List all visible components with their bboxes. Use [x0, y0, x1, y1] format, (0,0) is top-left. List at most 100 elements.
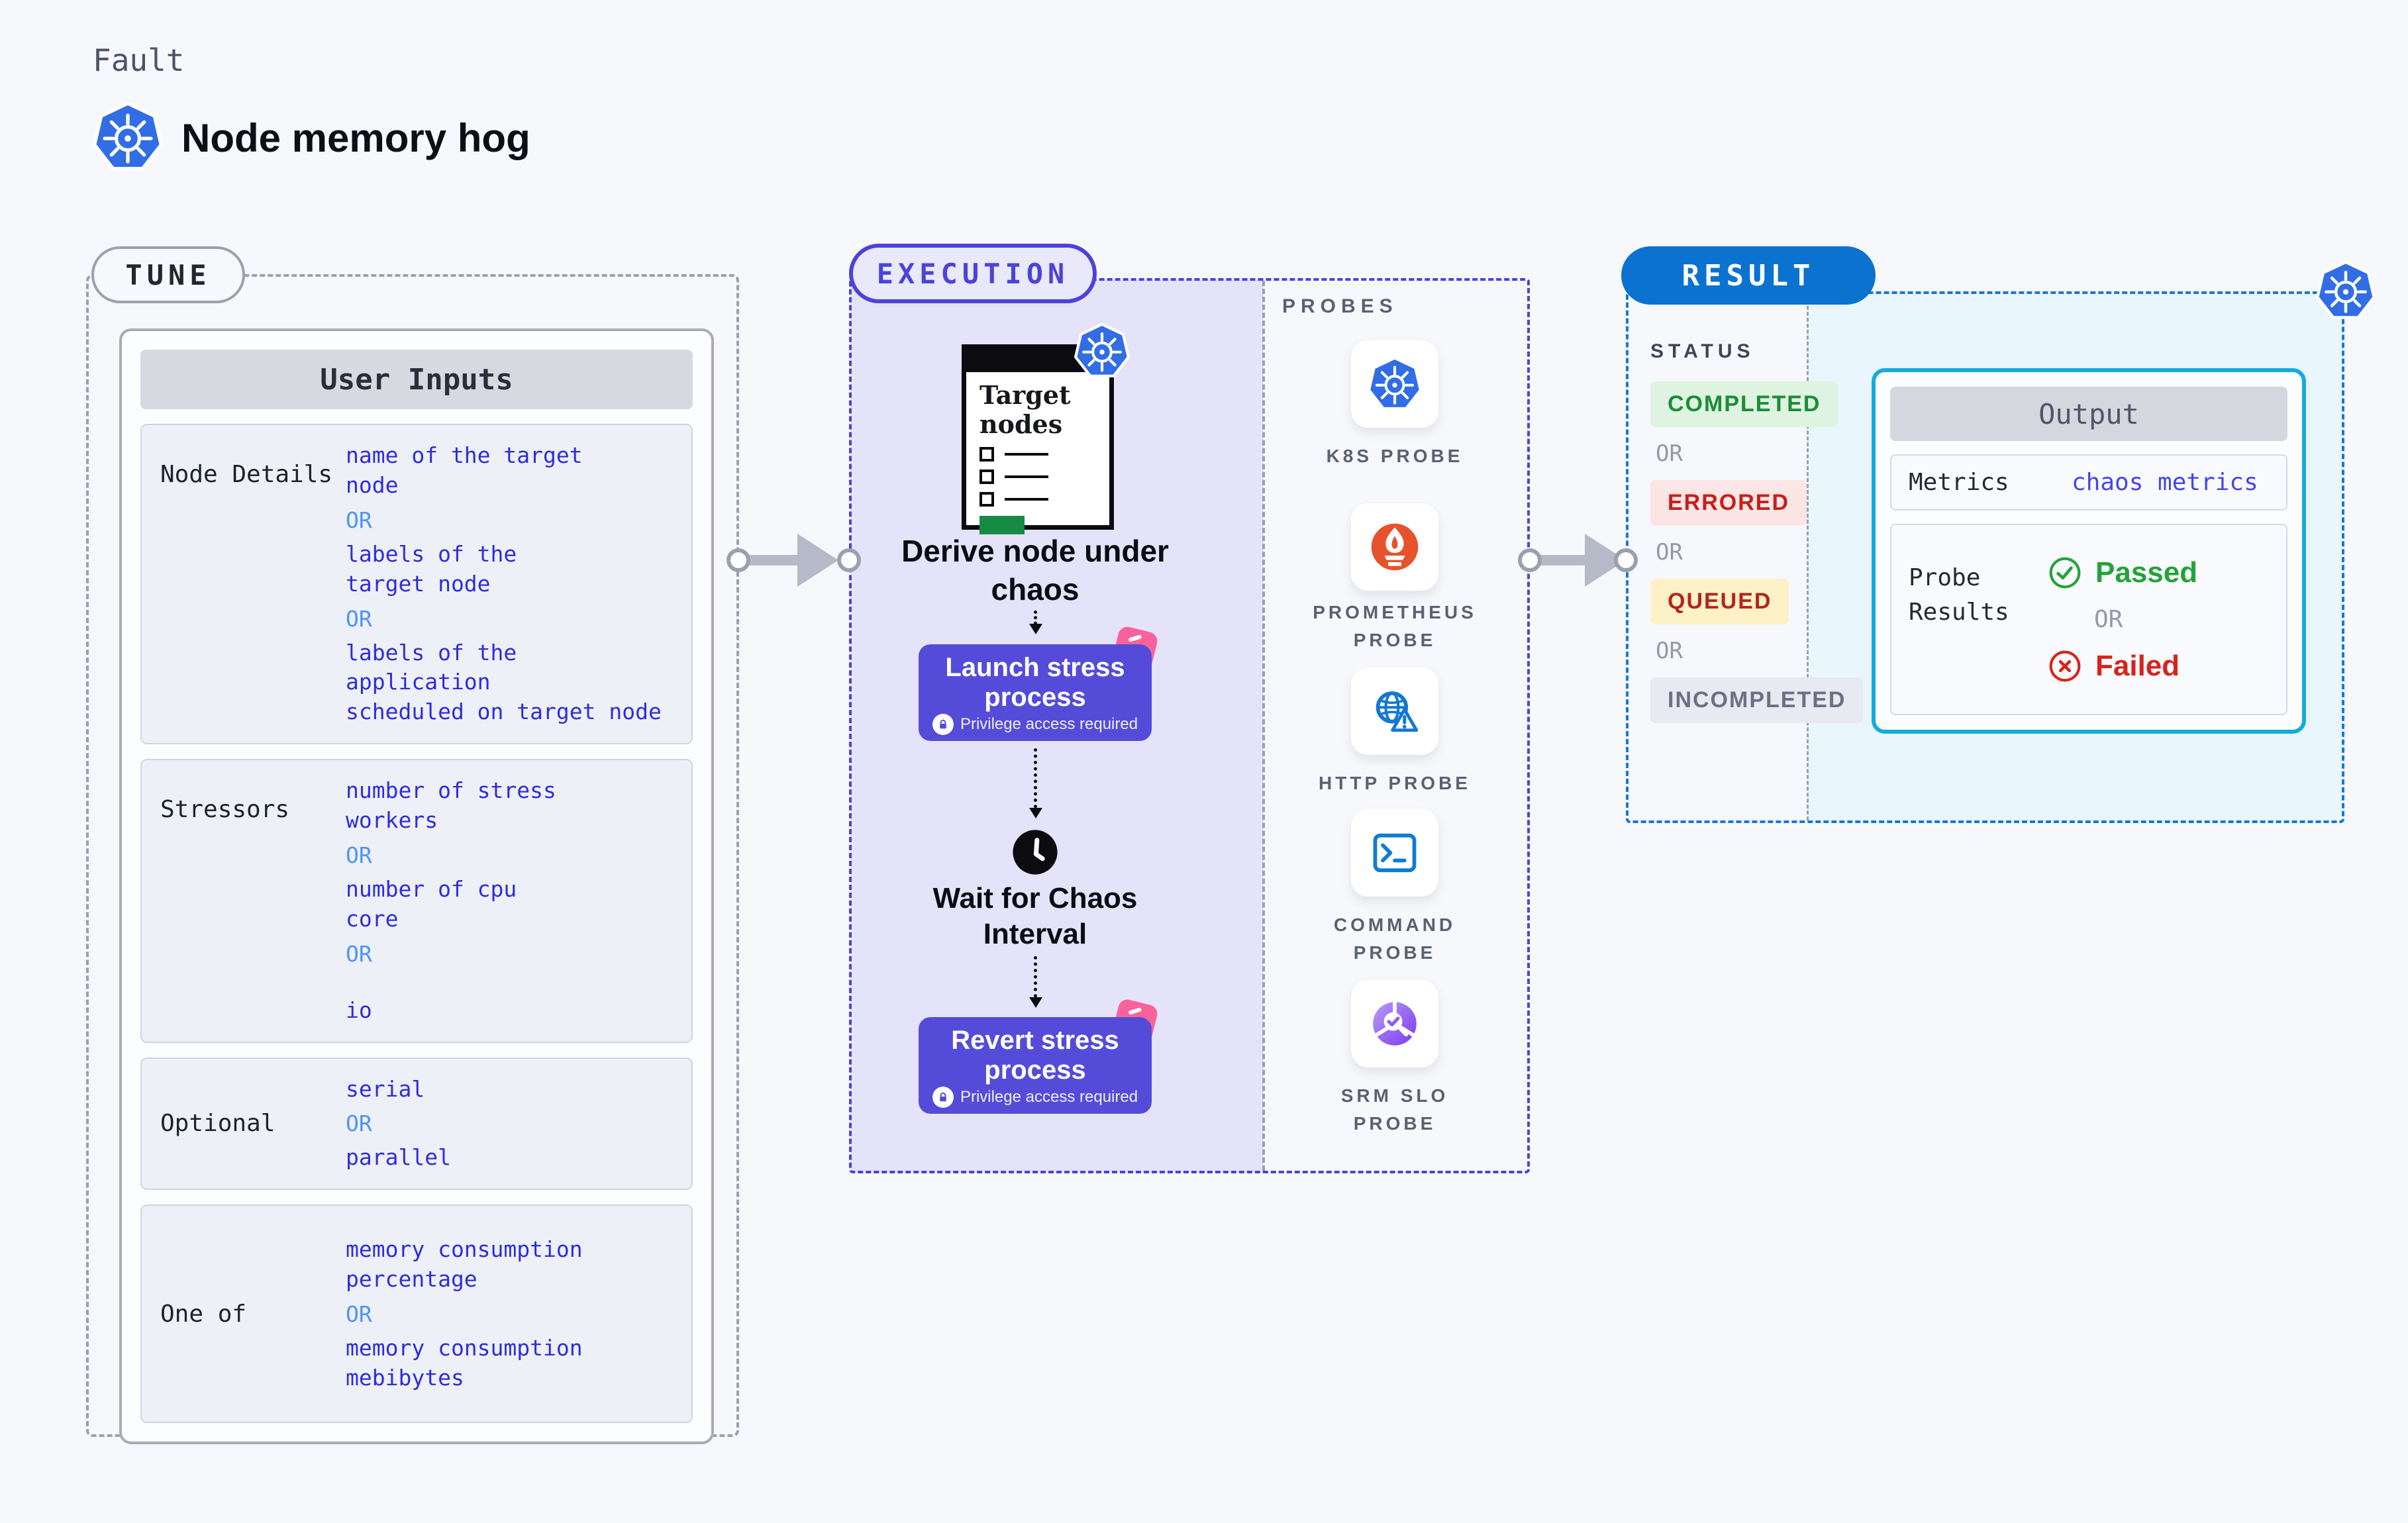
status-title: STATUS	[1650, 340, 1755, 362]
flow-arrow-down	[1029, 611, 1042, 634]
output-card: Output Metrics chaos metrics Probe Resul…	[1872, 368, 2306, 734]
flow-arrow-down	[1029, 748, 1042, 818]
prometheus-probe-card[interactable]	[1351, 503, 1438, 591]
lock-icon	[932, 714, 954, 735]
arrow-endpoint-dot	[1614, 548, 1638, 572]
command-probe-icon	[1368, 826, 1422, 880]
checkbox-icon	[979, 492, 994, 507]
failed-text: Failed	[2095, 650, 2180, 682]
revert-stress-process-step[interactable]: Revert stress process Privilege access r…	[919, 1017, 1152, 1114]
input-row-values: number of stress workers OR number of cp…	[346, 776, 673, 1025]
privilege-note: Privilege access required	[919, 714, 1152, 735]
node-line	[1005, 498, 1048, 501]
launch-stress-process-step[interactable]: Launch stress process Privilege access r…	[919, 644, 1152, 741]
command-probe-card[interactable]	[1351, 809, 1438, 897]
output-header: Output	[1890, 387, 2287, 441]
execution-section-frame	[849, 278, 1530, 1173]
input-row-values: serial OR parallel	[346, 1075, 673, 1173]
input-value: labels of the application scheduled on t…	[346, 639, 662, 725]
or-separator: OR	[346, 507, 372, 533]
or-separator: OR	[1656, 440, 1683, 467]
input-row-label: One of	[160, 1300, 247, 1328]
input-value: name of the target node	[346, 442, 583, 498]
chaos-metrics-link[interactable]: chaos metrics	[2072, 469, 2258, 496]
derive-node-step-label: Derive node under chaos	[901, 534, 1169, 607]
arrow-line	[1536, 555, 1593, 565]
step-label: Revert stress process	[951, 1026, 1119, 1085]
input-value: number of cpu core	[346, 875, 517, 932]
probe-label: SRM SLO PROBE	[1340, 1085, 1449, 1134]
checkbox-icon	[979, 469, 994, 485]
user-inputs-header: User Inputs	[140, 350, 693, 409]
privilege-note-text: Privilege access required	[960, 1088, 1138, 1106]
input-value: number of stress workers	[346, 777, 556, 833]
probes-title: PROBES	[1282, 295, 1398, 317]
result-status-divider	[1807, 294, 1809, 820]
input-value: labels of the target node	[346, 540, 517, 597]
arrow-endpoint-dot	[727, 548, 750, 572]
target-card-title: Target nodes	[979, 380, 1071, 440]
kubernetes-icon	[93, 102, 163, 172]
x-circle-icon	[2049, 650, 2081, 682]
passed-line: Passed	[2048, 556, 2197, 590]
srm-slo-probe-card[interactable]	[1351, 980, 1438, 1067]
tune-badge: TUNE	[91, 246, 245, 303]
kubernetes-icon	[2316, 261, 2376, 320]
wait-chaos-interval-label: Wait for Chaos Interval	[932, 882, 1138, 950]
srm-slo-probe-icon	[1368, 997, 1422, 1051]
k8s-probe-icon	[1368, 357, 1422, 411]
kubernetes-icon	[1074, 323, 1130, 379]
result-badge: RESULT	[1621, 246, 1876, 305]
target-node-list	[979, 447, 1109, 507]
arrow-endpoint-dot	[837, 548, 861, 572]
input-row-node-details: Node Details name of the target node OR …	[140, 424, 693, 745]
arrow-endpoint-dot	[1518, 548, 1542, 572]
probe-label: PROMETHEUS PROBE	[1313, 602, 1477, 650]
check-circle-icon	[2049, 557, 2081, 589]
failed-line: Failed	[2048, 649, 2197, 683]
metrics-label: Metrics	[1909, 469, 2009, 496]
input-value: parallel	[346, 1144, 451, 1171]
or-separator: OR	[1656, 539, 1683, 565]
privilege-note: Privilege access required	[919, 1087, 1152, 1108]
execution-probes-divider	[1262, 281, 1265, 1171]
lock-icon	[932, 1087, 954, 1108]
or-separator: OR	[1656, 638, 1683, 664]
flow-arrow-down	[1029, 956, 1042, 1008]
status-badge-errored: ERRORED	[1650, 480, 1807, 526]
user-inputs-card: User Inputs Node Details name of the tar…	[119, 328, 714, 1445]
execution-badge: EXECUTION	[849, 244, 1097, 303]
http-probe-card[interactable]	[1351, 667, 1438, 755]
node-list-item	[979, 492, 1109, 507]
status-list: COMPLETED OR ERRORED OR QUEUED OR INCOMP…	[1650, 381, 1864, 723]
or-separator: OR	[346, 605, 372, 632]
clock-icon	[1013, 830, 1058, 875]
node-list-item	[979, 469, 1109, 485]
checkbox-icon	[979, 447, 994, 462]
status-badge-queued: QUEUED	[1650, 579, 1789, 624]
metrics-row: Metrics chaos metrics	[1890, 454, 2287, 511]
input-value: io	[346, 997, 372, 1023]
input-row-values: name of the target node OR labels of the…	[346, 441, 673, 727]
arrow-head	[797, 534, 838, 587]
k8s-probe-card[interactable]	[1351, 340, 1438, 428]
probe-label: K8S PROBE	[1326, 446, 1464, 466]
input-value: memory consumption mebibytes	[346, 1334, 583, 1391]
step-label: Launch stress process	[945, 653, 1125, 712]
node-list-item	[979, 447, 1109, 462]
or-separator: OR	[346, 940, 372, 967]
probe-results-row: Probe Results Passed OR Failed	[1890, 524, 2287, 715]
http-probe-icon	[1368, 684, 1422, 738]
input-row-optional: Optional serial OR parallel	[140, 1057, 693, 1191]
input-row-label: Node Details	[160, 461, 333, 488]
input-row-label: Stressors	[160, 796, 290, 824]
page-title: Node memory hog	[181, 116, 530, 160]
node-line	[1005, 453, 1048, 456]
or-separator: OR	[346, 1110, 372, 1137]
probe-results-values: Passed OR Failed	[2048, 538, 2197, 701]
probe-label: HTTP PROBE	[1319, 773, 1471, 793]
fault-eyebrow: Fault	[93, 42, 185, 78]
arrow-line	[745, 555, 806, 565]
privilege-note-text: Privilege access required	[960, 715, 1138, 733]
